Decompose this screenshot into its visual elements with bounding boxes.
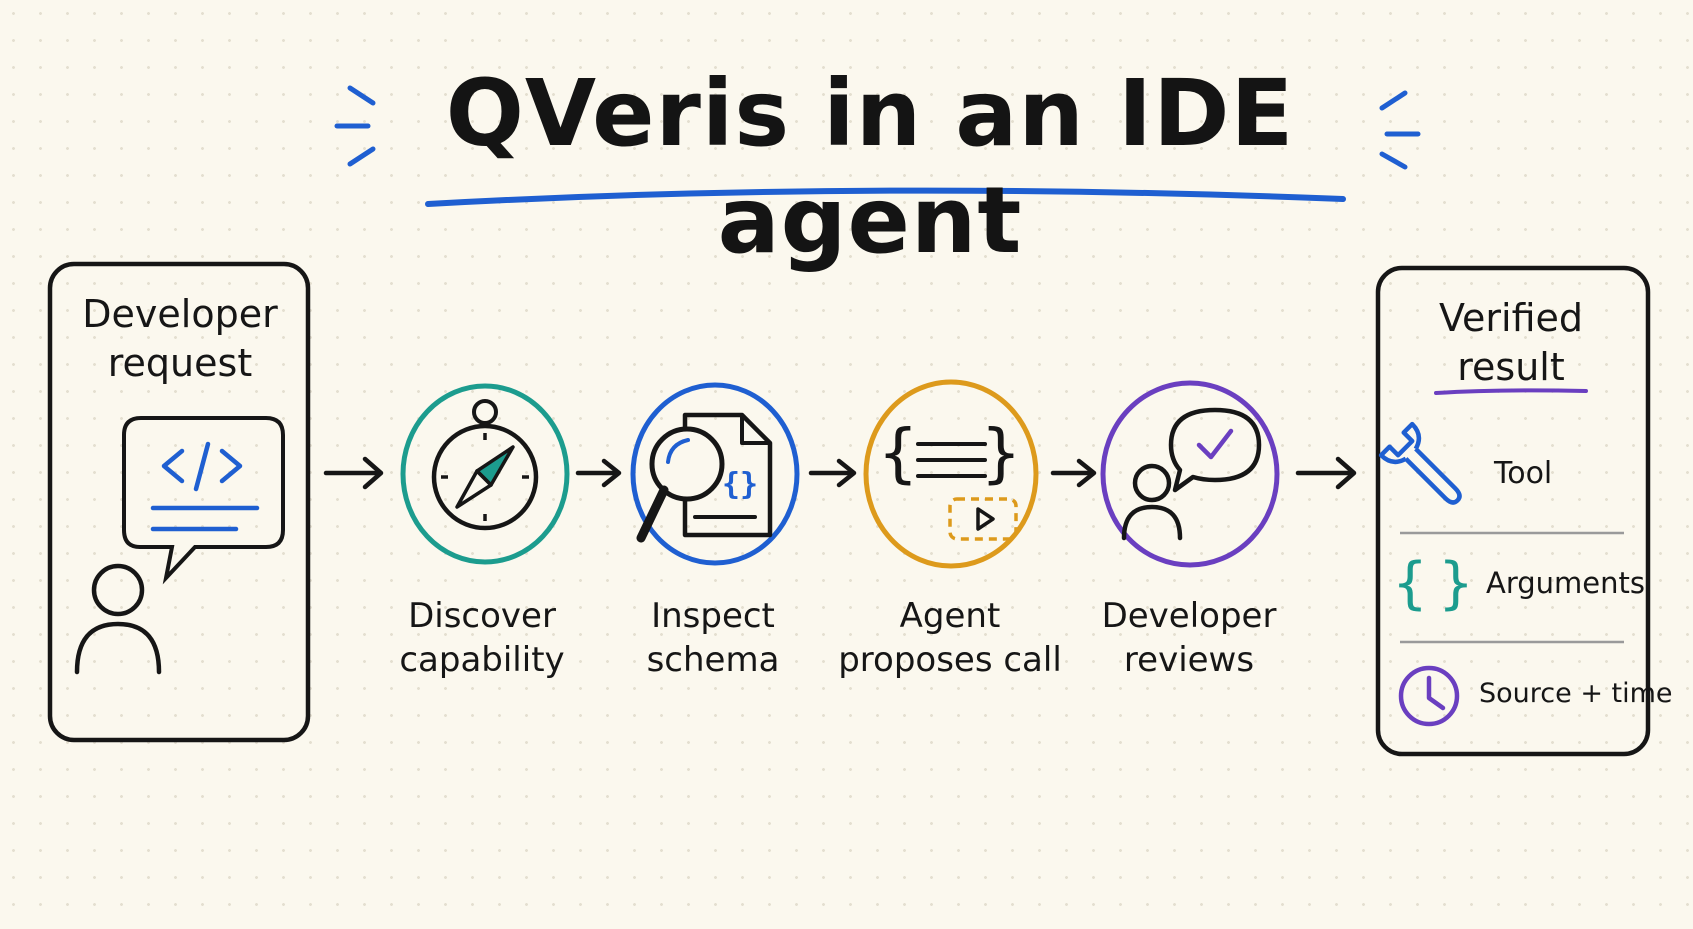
step-circle-4 [1100, 380, 1280, 568]
arrow-4 [1050, 458, 1097, 488]
result-underline [1434, 388, 1588, 395]
step-label-review: Developer reviews [1074, 594, 1304, 682]
developer-request-card [47, 261, 311, 743]
clock-icon [1398, 665, 1460, 727]
arrow-5 [1295, 456, 1357, 490]
developer-request-label: Developer request [60, 290, 300, 389]
diagram-title: QVeris in an IDE agent [445, 60, 1295, 274]
step-label-propose: Agent proposes call [825, 594, 1075, 682]
verified-result-card [1375, 265, 1651, 757]
step-label-line1: Inspect [651, 596, 775, 636]
step-circle-3 [863, 379, 1039, 569]
arrow-3 [808, 458, 857, 488]
result-item-tool: Tool [1494, 456, 1553, 491]
title-sparkle-right [1379, 90, 1421, 170]
wrench-icon [1378, 421, 1462, 505]
braces-play-icon: { } [879, 417, 1021, 541]
braces-icon: { } [1393, 551, 1473, 616]
result-item-source-time: Source + time [1479, 678, 1673, 709]
step-label-line1: Discover [408, 596, 556, 636]
step-label-discover: Discover capability [367, 594, 597, 682]
verified-result-line2: result [1457, 345, 1565, 390]
person-icon [74, 563, 162, 675]
svg-text:{}: {} [722, 467, 758, 502]
step-label-line1: Agent [899, 596, 1001, 636]
step-label-line2: reviews [1123, 640, 1255, 681]
arrow-2 [575, 458, 622, 488]
flow-arrows [323, 456, 1357, 490]
step-circle-1 [400, 383, 570, 565]
step-circle-2 [630, 382, 800, 566]
step-circles [400, 379, 1280, 569]
step-label-line2: proposes call [838, 640, 1062, 681]
svg-text:}: } [1439, 551, 1473, 616]
step-label-line2: schema [646, 640, 780, 681]
svg-text:{: { [1393, 551, 1427, 616]
developer-request-line2: request [107, 341, 253, 386]
developer-request-line1: Developer [82, 292, 278, 336]
code-bubble-icon [122, 416, 285, 585]
person-check-bubble-icon [1121, 407, 1262, 541]
svg-text:{: { [879, 417, 918, 491]
verified-result-label: Verified result [1391, 294, 1631, 393]
step-label-line1: Developer [1101, 596, 1277, 636]
result-item-arguments: Arguments [1486, 566, 1645, 600]
step-label-line2: capability [399, 640, 565, 681]
compass-icon [431, 399, 539, 531]
arrow-1 [323, 456, 384, 490]
svg-text:}: } [982, 417, 1021, 491]
verified-result-line1: Verified [1438, 296, 1584, 340]
title-underline [425, 187, 1346, 207]
magnifier-schema-icon: {} [636, 412, 773, 543]
step-label-inspect: Inspect schema [598, 594, 828, 682]
title-sparkle-left [334, 85, 376, 167]
